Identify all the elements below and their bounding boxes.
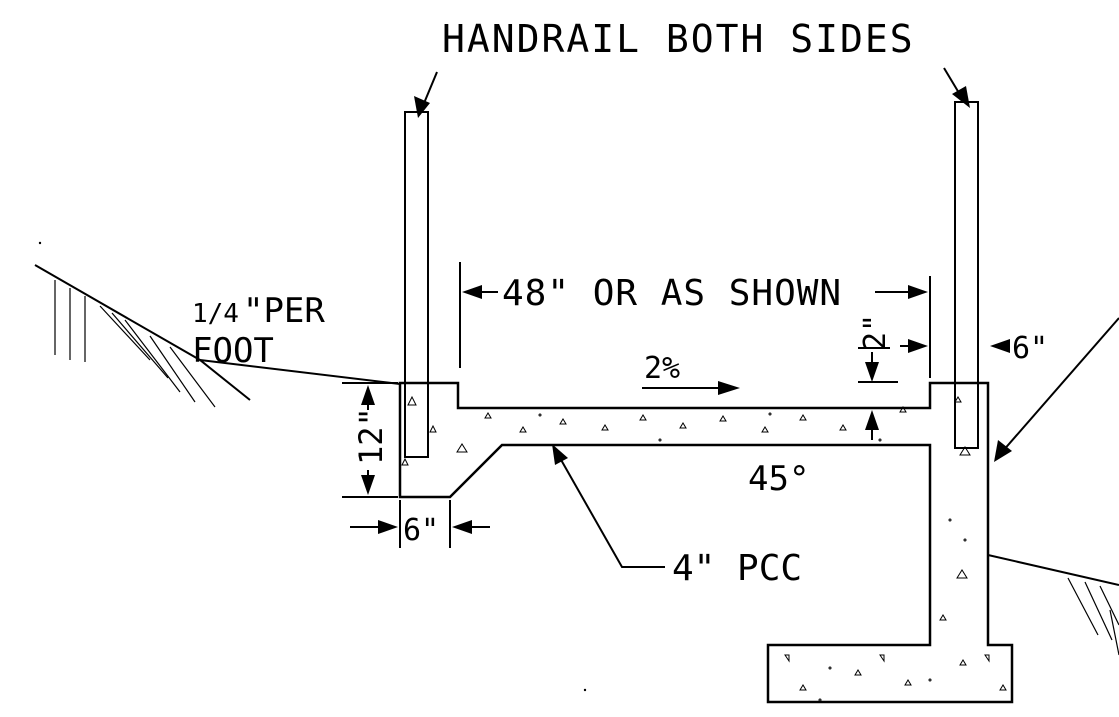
rail-offset-dimension	[900, 339, 1010, 353]
wall-leader-right	[994, 317, 1119, 462]
handrail-leader-right	[943, 67, 970, 108]
slab-label: 4" PCC	[672, 548, 802, 589]
curb-width-label: 6"	[403, 513, 439, 548]
curb-height-dimension	[342, 382, 398, 498]
slope-rate-label: 1/4"PER	[192, 291, 325, 331]
curb-height-label: 12"	[352, 407, 390, 465]
slope-rate-label-line2: FOOT	[192, 331, 274, 371]
aggregate-texture	[401, 395, 1007, 702]
ground-hatch-right	[1067, 577, 1119, 656]
handrail-post-right	[954, 101, 979, 449]
curb-width-dimension	[350, 500, 490, 548]
handrail-label: HANDRAIL BOTH SIDES	[442, 17, 915, 61]
stray-mark	[583, 688, 587, 692]
angle-label: 45°	[748, 459, 809, 499]
concrete-section-outline	[398, 381, 1014, 704]
cross-slope-arrow	[642, 381, 740, 395]
ground-right	[987, 554, 1119, 656]
ground-hatch-left	[54, 280, 216, 408]
slope-line	[199, 359, 401, 385]
slope-rate-unit: "PER	[243, 291, 325, 331]
top-offset-dimension	[858, 347, 898, 440]
cross-slope-label: 2%	[644, 351, 680, 386]
slope-rate-fraction: 1/4	[192, 299, 239, 329]
stray-mark	[38, 241, 42, 245]
width-label: 48" OR AS SHOWN	[502, 273, 842, 314]
handrail-leader-left	[414, 71, 438, 118]
handrail-post-left	[404, 111, 429, 458]
slab-leader	[552, 444, 665, 568]
rail-offset-label: 6"	[1012, 331, 1048, 366]
top-offset-label: 2"	[858, 314, 893, 350]
width-dimension	[459, 262, 931, 378]
